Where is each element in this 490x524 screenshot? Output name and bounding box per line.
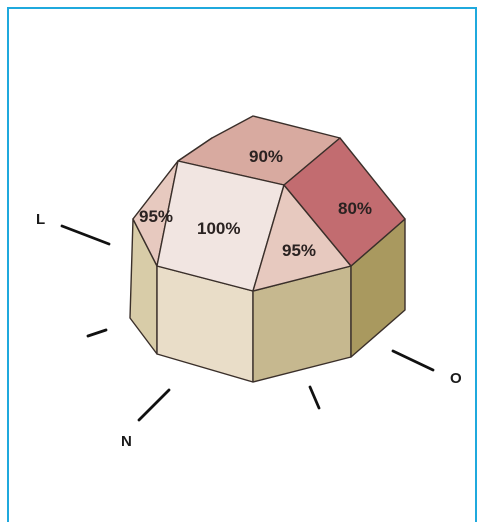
label-right-dark: 80% <box>338 199 372 218</box>
tick-left <box>60 224 111 246</box>
tick-left-lower <box>86 328 108 338</box>
direction-front-label: N <box>121 433 132 450</box>
tick-right <box>391 349 435 372</box>
direction-left-label: L <box>36 211 45 228</box>
label-left-small: 95% <box>139 207 173 226</box>
tick-front-right <box>308 385 321 410</box>
label-front-upper: 100% <box>197 219 240 238</box>
label-top: 90% <box>249 147 283 166</box>
face-right-80 <box>283 137 406 267</box>
tick-front <box>137 388 171 422</box>
direction-right-label: O <box>450 370 462 387</box>
label-right-mid: 95% <box>282 241 316 260</box>
